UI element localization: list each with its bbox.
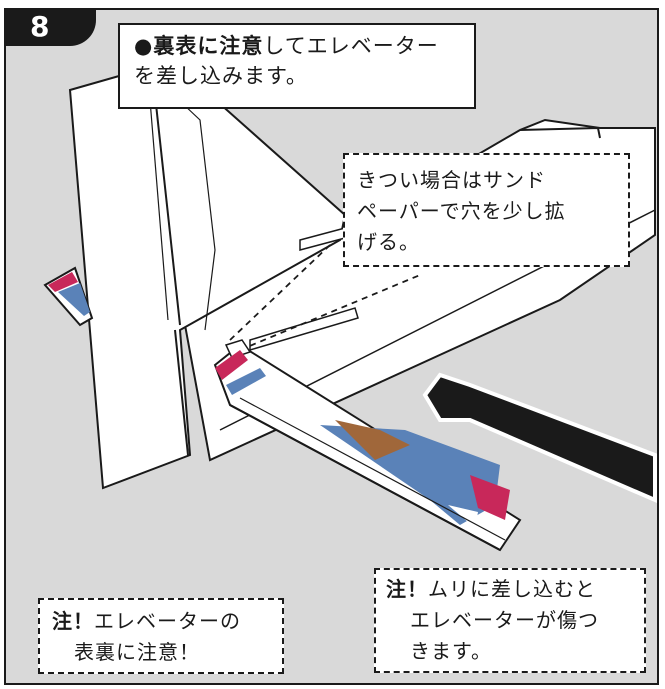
note-left-line-2: 表裏に注意！ (74, 640, 200, 664)
instruction-callout: ●裏表に注意してエレベーター を差し込みます。 (118, 23, 476, 109)
instruction-emphasis: 裏表に注意 (153, 34, 264, 58)
tip-callout: きつい場合はサンド ペーパーで穴を少し拡 げる。 (343, 153, 630, 267)
step-number-badge: 8 (4, 8, 96, 46)
insert-arrow (422, 372, 657, 504)
note-left-text-1: エレベーターの (94, 609, 241, 633)
note-right-text-1: ムリに差し込むと (428, 577, 596, 601)
tip-line-3: げる。 (357, 230, 420, 254)
note-right-line-3: きます。 (410, 639, 492, 663)
tip-line-1: きつい場合はサンド (357, 168, 546, 192)
note-left-callout: 注！エレベーターの 表裏に注意！ (38, 598, 284, 674)
fuselage-edge (519, 126, 601, 139)
instruction-line-1: ●裏表に注意してエレベーター (134, 31, 460, 61)
note-right-line-2: エレベーターが傷つ (410, 608, 599, 632)
note-left-line-1: 注！エレベーターの (52, 606, 270, 637)
note-right-callout: 注！ムリに差し込むと エレベーターが傷つ きます。 (374, 568, 646, 673)
instruction-line-2: を差し込みます。 (134, 64, 308, 88)
instruction-rest: してエレベーター (263, 34, 439, 58)
note-right-line-1: 注！ムリに差し込むと (386, 574, 634, 605)
tip-line-2: ペーパーで穴を少し拡 (357, 199, 566, 223)
note-left-mark: 注！ (52, 609, 94, 633)
bullet-mark: ● (134, 34, 154, 58)
note-right-mark: 注！ (386, 577, 428, 601)
